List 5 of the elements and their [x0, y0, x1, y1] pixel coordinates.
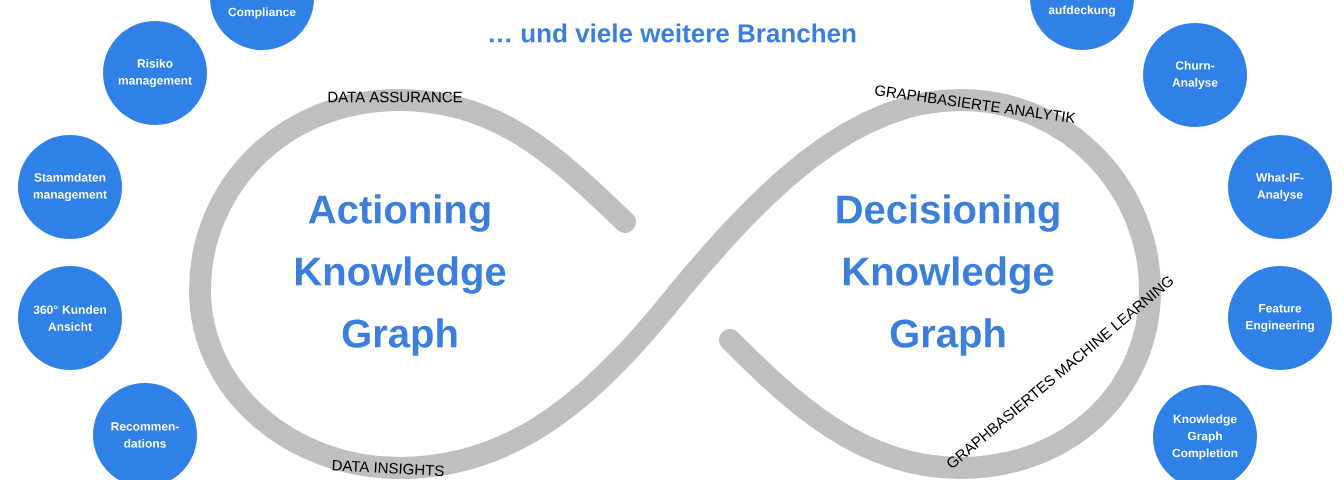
lobe-title: Actioning Knowledge Graph: [296, 194, 506, 356]
lobe-title: Decisioning Knowledge Graph: [837, 194, 1059, 356]
band-label: DATA ASSURANCE: [328, 91, 462, 103]
title: … und viele weitere Branchen: [489, 23, 856, 43]
band-label: DATA INSIGHTS: [332, 459, 444, 476]
